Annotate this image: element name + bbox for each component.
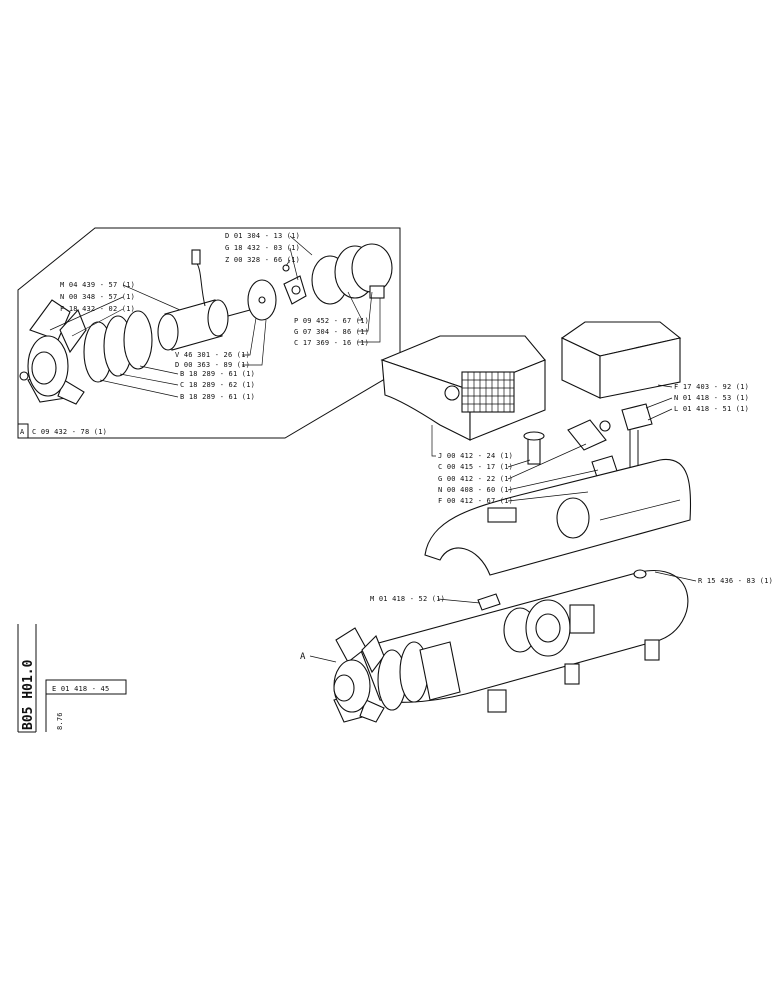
inset-label-ring-c: C 18 289 - 62 (1) (180, 381, 255, 389)
inset-label-impeller: D 01 304 - 13 (1) (225, 232, 300, 240)
inset-leader-nut (49, 296, 124, 331)
inset-label-fan: F 18 432 - 02 (1) (60, 305, 135, 313)
inset-leader-ring-g (358, 291, 373, 332)
inset-leader-washer (285, 259, 291, 267)
inset-leader-shaft (242, 317, 257, 356)
label-clamp: F 00 412 - 67 (1) (438, 497, 513, 505)
inset-label-ring-p: P 09 452 - 67 (1) (294, 317, 369, 325)
inset-frame (17, 227, 401, 439)
label-screw: N 01 418 - 53 (1) (674, 394, 749, 402)
label-body: R 15 436 - 83 (1) (698, 577, 772, 585)
drawing-number: E 01 418 - 45 (52, 685, 109, 693)
leader-switch (437, 598, 481, 604)
inset-leader-impeller (289, 235, 313, 256)
inset-label-clamp: C 17 369 - 16 (1) (294, 339, 369, 347)
label-thermostat: C 00 415 - 17 (1) (438, 463, 513, 471)
label-lever: L 01 418 - 51 (1) (674, 405, 749, 413)
inset-label-ring-b1: B 18 289 - 61 (1) (180, 370, 255, 378)
label-nut: N 00 408 - 60 (1) (438, 486, 513, 494)
inset-impeller-housing (282, 243, 393, 305)
label-bracket: G 00 412 - 22 (1) (438, 475, 513, 483)
label-left-cover: J 00 412 - 24 (1) (438, 452, 513, 460)
inset-marker-box (17, 423, 29, 439)
section-code: B05 H01.0 (21, 659, 36, 730)
inset-label-ring-g: G 07 304 - 86 (1) (294, 328, 369, 336)
inset-leader-clamp (358, 298, 381, 343)
inset-leader-seal (289, 247, 299, 281)
inset-exploded-view: A C 09 432 - 78 (1) (17, 227, 401, 439)
inset-leader-ring-c (119, 373, 179, 386)
half-shell-cover (424, 458, 692, 576)
inset-assembly-code: C 09 432 - 78 (1) (32, 428, 107, 436)
inset-label-shaft: V 46 301 - 26 (1) (175, 351, 250, 359)
leader-nut (507, 469, 599, 491)
leader-body (654, 571, 697, 582)
inset-leader-ring-b1 (139, 365, 179, 375)
inset-label-ring-b2: B 18 289 - 61 (1) (180, 393, 255, 401)
main-fan (333, 627, 461, 723)
main-marker-letter: A (300, 652, 306, 662)
inset-label-bearing: D 00 363 - 89 (1) (175, 361, 250, 369)
inset-leader-bearing (242, 319, 267, 366)
inset-leader-ring-b2 (99, 379, 179, 398)
right-cover (560, 321, 682, 399)
leader-bracket (507, 443, 587, 480)
leader-clamp (507, 491, 589, 502)
inset-fan (19, 299, 87, 405)
leader-thermostat (507, 459, 531, 468)
leader-screw (645, 397, 673, 409)
label-right-cover: F 17 403 - 92 (1) (674, 383, 749, 391)
title-block: B05 H01.0 E 01 418 - 45 8.76 (17, 624, 127, 733)
inset-motor-rings (83, 249, 277, 383)
leader-lever (647, 408, 673, 421)
inset-label-motor: M 04 439 - 57 (1) (60, 281, 135, 289)
leader-right-cover (657, 384, 673, 388)
inset-label-nut: N 00 348 - 57 (1) (60, 293, 135, 301)
inset-leader-ring-p (347, 291, 363, 321)
main-assembly-view: F 17 403 - 92 (1) N 01 418 - 53 (1) L 01… (300, 321, 772, 723)
inset-label-seal: G 18 432 - 03 (1) (225, 244, 300, 252)
cover-grille (461, 371, 515, 413)
inset-marker-letter: A (20, 428, 25, 436)
label-switch: M 01 418 - 52 (1) (370, 595, 445, 603)
inset-label-washer: Z 00 328 - 66 (1) (225, 256, 300, 264)
inset-leader-motor (122, 284, 181, 311)
left-cover (380, 335, 546, 441)
main-marker-leader (309, 655, 337, 663)
leader-left-cover (431, 425, 436, 457)
inset-leader-fan (71, 308, 124, 337)
drawing-date: 8.76 (56, 712, 64, 730)
